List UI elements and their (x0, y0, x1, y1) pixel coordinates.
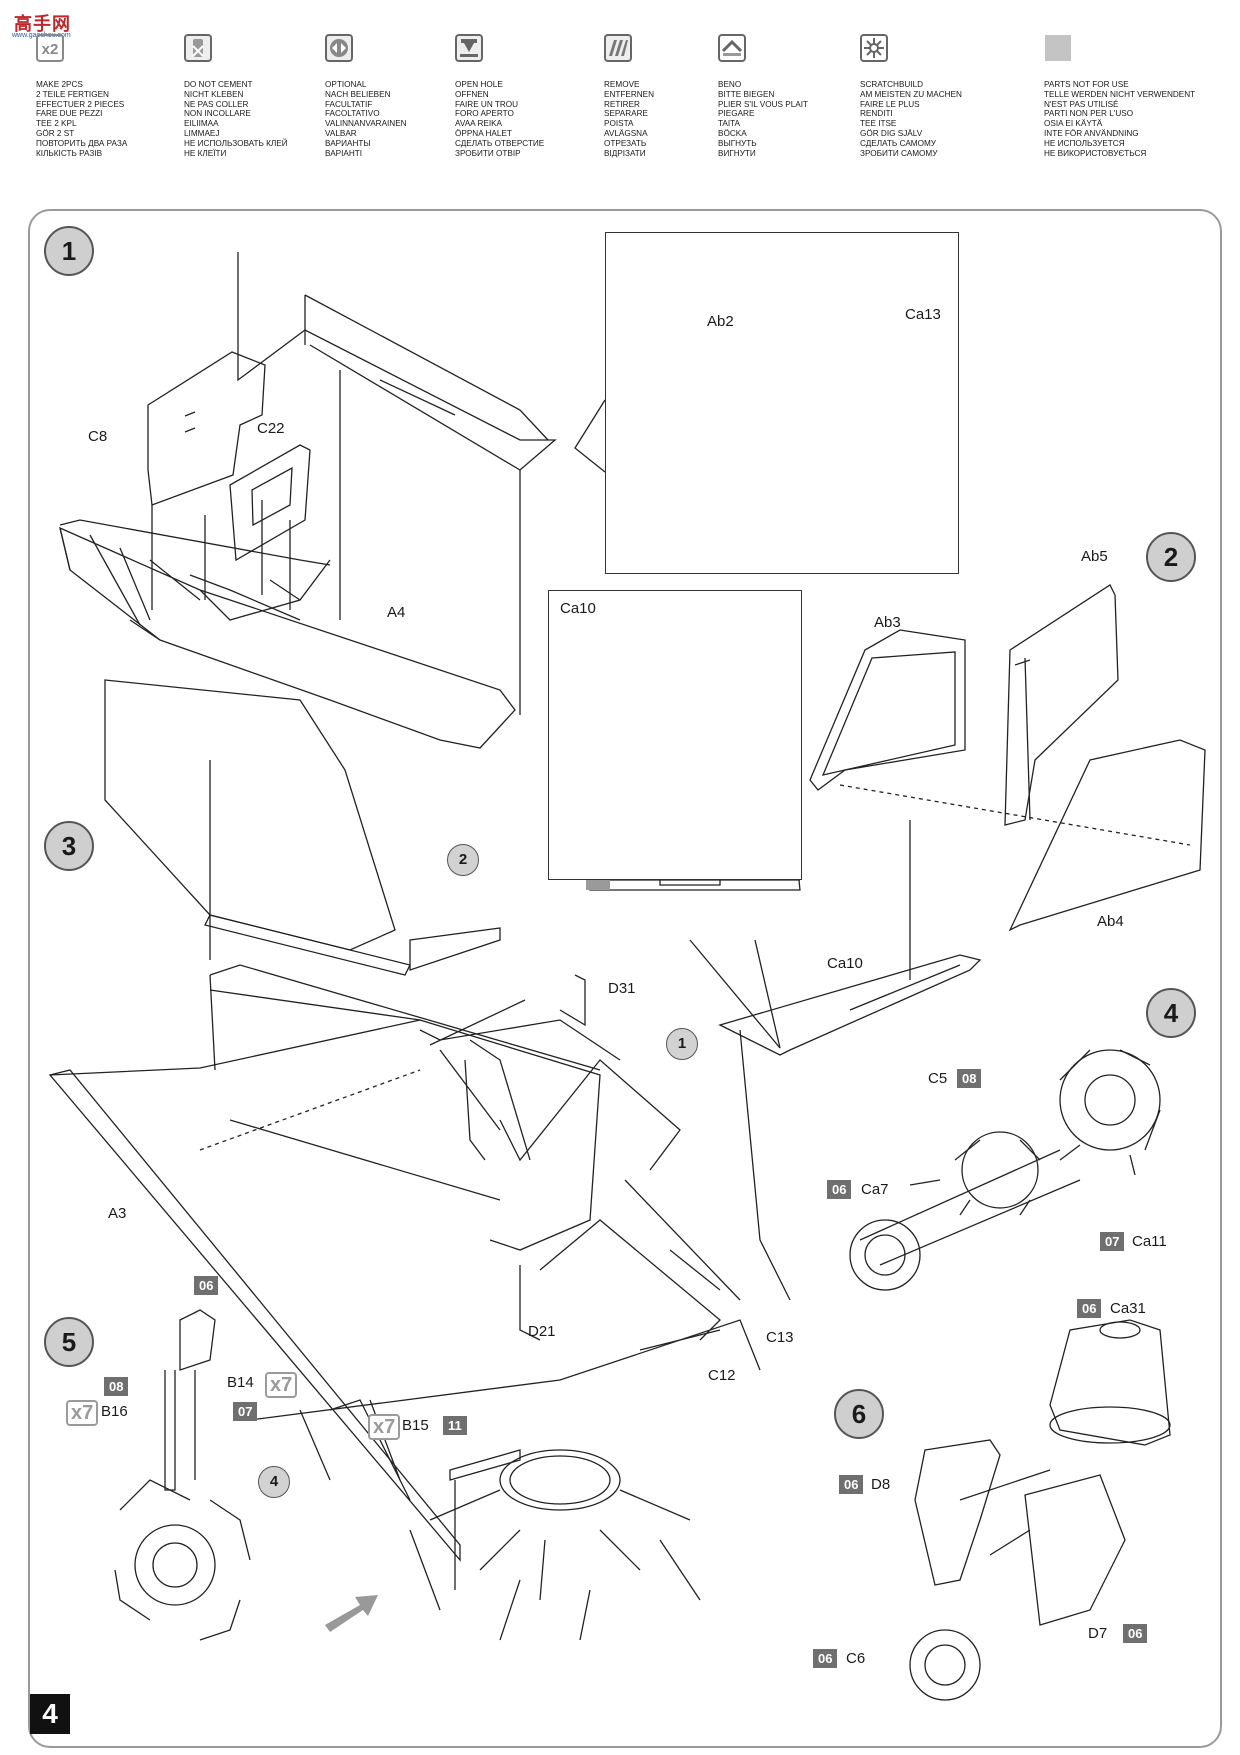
paint-chip-b14-top: 06 (194, 1276, 219, 1295)
watermark-text: 高手网 (14, 14, 71, 35)
part-label-b15: B15 (402, 1417, 429, 1434)
part-label-ca10: Ca10 (827, 955, 863, 972)
subassembly-ref-4: 4 (258, 1466, 290, 1498)
part-label-c13: C13 (766, 1329, 794, 1346)
part-label-ca31: Ca31 (1110, 1300, 1146, 1317)
multiplier-b15: x7 (368, 1414, 401, 1440)
part-label-ca13: Ca13 (905, 306, 941, 323)
step-2-badge: 2 (1146, 532, 1196, 582)
part-label-a4: A4 (387, 604, 406, 621)
part-label-d21: D21 (528, 1323, 556, 1340)
paint-chip-b16: 08 (104, 1377, 129, 1396)
paint-chip-ca31: 06 (1077, 1299, 1102, 1318)
fin-c22-drawing (229, 444, 311, 562)
bend-icon (718, 34, 746, 62)
paint-chip-ca7: 06 (827, 1180, 852, 1199)
paint-chip-c5: 08 (957, 1069, 982, 1088)
paint-chip-d7: 06 (1123, 1624, 1148, 1643)
ca10-drawing (718, 954, 982, 1056)
paint-chip-b15: 11 (443, 1416, 467, 1435)
step-1-badge: 1 (44, 226, 94, 276)
part-label-a3: A3 (108, 1205, 127, 1222)
paint-chip-c6: 06 (813, 1649, 838, 1668)
optional-icon (325, 34, 353, 62)
rudder-c8-drawing (147, 351, 266, 506)
tailplane-a4-drawing (59, 519, 516, 749)
remove-icon (604, 34, 632, 62)
part-label-ca10-inset: Ca10 (560, 600, 596, 617)
upper-wing-drawing (104, 679, 501, 976)
multiplier-b14: x7 (265, 1372, 298, 1398)
part-label-ab5: Ab5 (1081, 548, 1108, 565)
svg-text:x2: x2 (42, 41, 59, 58)
instructions-frame (28, 209, 1222, 1748)
inset-ca10 (548, 590, 802, 880)
page-number: 4 (30, 1694, 70, 1734)
multiplier-b16: x7 (66, 1400, 99, 1426)
subassembly-ref-2: 2 (447, 844, 479, 876)
part-label-d31: D31 (608, 980, 636, 997)
part-label-ab4: Ab4 (1097, 913, 1124, 930)
parts-not-for-use-icon (1045, 35, 1071, 61)
part-label-d7: D7 (1088, 1625, 1108, 1642)
part-label-ca11: Ca11 (1132, 1233, 1167, 1250)
part-label-ab2: Ab2 (707, 313, 734, 330)
open-hole-icon (455, 34, 483, 62)
paint-chip-ca11: 07 (1100, 1232, 1125, 1251)
part-label-b16: B16 (101, 1403, 128, 1420)
fin-upper-drawing (237, 252, 557, 471)
part-label-c5: C5 (928, 1070, 948, 1087)
part-label-b14: B14 (227, 1374, 254, 1391)
part-label-c6: C6 (846, 1650, 866, 1667)
scratchbuild-icon (860, 34, 888, 62)
part-label-d8: D8 (871, 1476, 891, 1493)
paint-chip-d8: 06 (839, 1475, 864, 1494)
cowling-step6-drawing (909, 1319, 1171, 1701)
step-4-badge: 4 (1146, 988, 1196, 1038)
part-label-ca7: Ca7 (861, 1181, 889, 1198)
step-6-badge: 6 (834, 1389, 884, 1439)
part-label-ab3: Ab3 (874, 614, 901, 631)
engine-step4-drawing (849, 1049, 1161, 1291)
engine-step5-drawing (114, 1309, 701, 1641)
paint-chip-b14-bottom: 07 (233, 1402, 258, 1421)
make-two-icon: x2 (36, 34, 64, 62)
part-label-c22: C22 (257, 420, 285, 437)
part-label-c12: C12 (708, 1367, 736, 1384)
step-5-badge: 5 (44, 1317, 94, 1367)
subassembly-ref-1: 1 (666, 1028, 698, 1060)
part-label-c8: C8 (88, 428, 108, 445)
step-3-badge: 3 (44, 821, 94, 871)
elevator-ab-drawing (809, 584, 1206, 980)
fuselage-drawing (48, 964, 791, 1562)
arrow-step5 (325, 1595, 378, 1632)
do-not-cement-icon (184, 34, 212, 62)
inset-ab2-ca13 (605, 232, 959, 574)
